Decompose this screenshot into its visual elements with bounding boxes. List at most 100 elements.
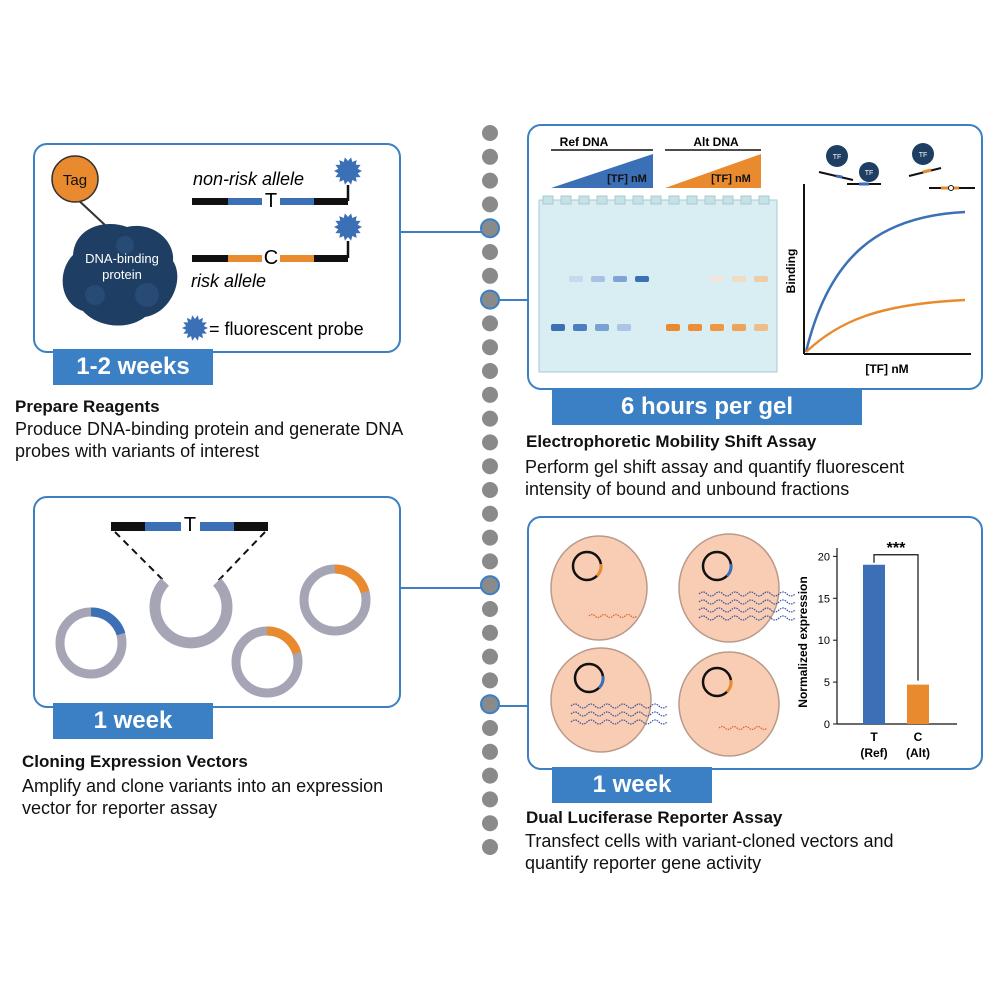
risk-allele-label: risk allele [191,271,266,291]
gel-band-unbound-alt [732,324,746,331]
protein-label-line2: protein [102,267,142,282]
reagents-illustration: DNA-binding protein Tag non-risk allele … [51,155,364,341]
timeline-dot [482,743,498,760]
timeline-dot [482,172,498,189]
gel-band-unbound-ref [551,324,565,331]
binding-axis-label: Binding [784,249,798,294]
protein-label-line1: DNA-binding [85,251,159,266]
gel-band-unbound-ref [595,324,609,331]
tf-axis-label: [TF] nM [865,362,908,376]
panel-emsa: Ref DNA Alt DNA [TF] nM [TF] nM Binding … [527,124,983,390]
chart-bar [907,684,929,724]
open-vector-icon [149,578,233,649]
gel-well [596,195,608,205]
timeline-dot [482,720,498,736]
base-t: T [265,190,277,212]
chart-category-label: (Ref) [860,746,887,760]
panel-prepare-reagents: DNA-binding protein Tag non-risk allele … [33,143,401,353]
base-t: T [184,514,196,536]
timeline-node [480,694,500,715]
transfected-cell-icon [550,647,668,753]
tf-label: TF [833,154,842,161]
dna-binding-protein-icon: DNA-binding protein [62,196,178,326]
ref-tf-gradient [551,154,653,188]
gel-well [740,195,752,205]
chart-y-tick-label: 15 [818,593,830,605]
chart-category-label: T [870,730,878,744]
duration-badge-step1: 1-2 weeks [53,349,213,385]
step2-description-line1: Perform gel shift assay and quantify flu… [525,457,905,477]
timeline-dot [482,601,498,617]
plasmid-blue-icon [55,607,127,679]
cloning-illustration: T [55,514,371,698]
probe-legend-icon [182,315,208,341]
timeline-dot [482,648,498,665]
timeline-dot [482,767,498,784]
reporter-mrna-icon [718,725,768,731]
probe-legend-label: = fluorescent probe [209,319,364,339]
duration-badge-step4: 1 week [552,767,712,803]
timeline-dot [482,339,498,356]
chart-y-tick-label: 5 [824,677,830,689]
tf-label: TF [865,170,874,177]
gel-well [650,195,662,205]
fluorescent-probe-icon [334,157,362,185]
alt-binding-curve [805,298,966,353]
step4-description-line1: Transfect cells with variant-cloned vect… [525,831,894,851]
nonrisk-allele-label: non-risk allele [193,169,304,189]
timeline-dot [482,505,498,522]
panel-cloning: T [33,496,401,708]
step1-title: Prepare Reagents [15,397,160,416]
timeline-dot [482,791,498,808]
risk-dna-probe: C [192,213,362,269]
gel-band-unbound-alt [754,324,768,331]
timeline-dot [482,363,498,379]
gel-band-unbound-alt [666,324,680,331]
gel-well [704,195,716,205]
gel-band-bound-alt [710,276,724,282]
gel-well [542,195,554,205]
tag-label: Tag [63,172,87,189]
chart-category-label: C [914,730,923,744]
gel-band-bound-ref [569,276,583,282]
timeline-dot [482,410,498,427]
gel-band-unbound-alt [710,324,724,331]
tf-bound-alt-icon: TF [908,143,975,191]
step1-description-line2: probes with variants of interest [15,441,260,461]
fluorescent-probe-icon [334,213,362,241]
chart-category-label: (Alt) [906,746,930,760]
alt-tf-label: [TF] nM [711,173,751,185]
timeline-dot [482,839,498,855]
gel-well [668,195,680,205]
tag-icon: Tag [51,155,99,203]
gel-well [614,195,626,205]
transfected-cell-icon [678,533,796,643]
step3-description-line1: Amplify and clone variants into an expre… [22,776,384,796]
timeline-dot [482,244,498,260]
plasmid-orange-icon [299,564,371,636]
gel-well [686,195,698,205]
gel-well [722,195,734,205]
ref-dna-label: Ref DNA [560,135,609,149]
gel-well [632,195,644,205]
chart-y-axis-label: Normalized expression [796,576,810,707]
transfected-cell-icon [678,651,780,757]
gel-band-unbound-alt [688,324,702,331]
step3-title: Cloning Expression Vectors [22,752,248,771]
timeline-dot [482,458,498,475]
transfected-cell-icon [550,535,648,641]
step2-description-line2: intensity of bound and unbound fractions [525,479,850,499]
timeline-dot [482,815,498,832]
step2-title: Electrophoretic Mobility Shift Assay [526,432,817,451]
chart-y-tick-label: 0 [824,719,830,731]
timeline-dot [482,196,498,213]
gel-band-bound-ref [613,276,627,282]
ref-binding-curve [804,210,966,353]
timeline-node [480,575,500,596]
timeline-dot [482,125,498,141]
tf-bound-ref-icon: TF TF [818,145,881,186]
timeline-node [480,218,500,239]
gel-well [560,195,572,205]
